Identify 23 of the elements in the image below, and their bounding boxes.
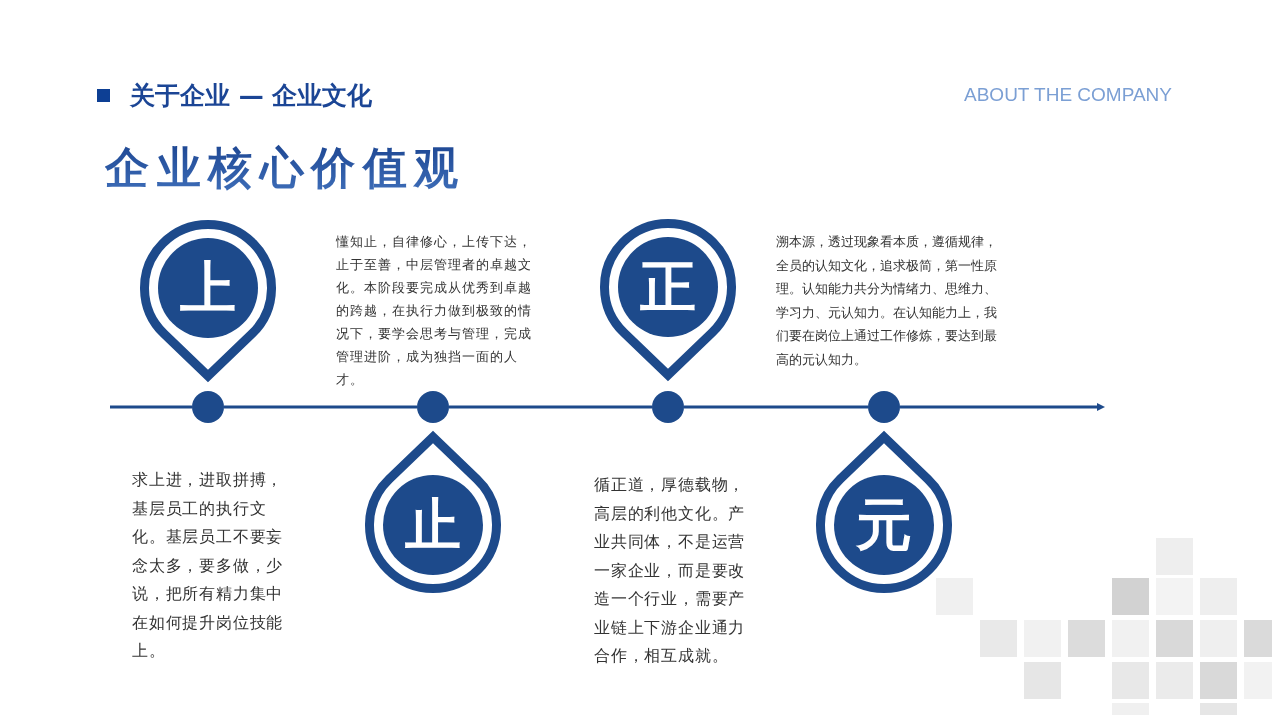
timeline-arrow (900, 403, 1105, 411)
section-subtitle: ABOUT THE COMPANY (964, 83, 1172, 107)
description-text: 溯本源，透过现象看本质，遵循规律，全员的认知文化，追求极简，第一性原理。认知能力共分为情绪力、思维力、学习力、元认知力。在认知能力上，我们要在岗位上通过工作修炼，要达到最高的元认知力。 (776, 233, 998, 369)
section-heading: 关于企业 — 企业文化 (130, 80, 373, 112)
location-pin (138, 218, 278, 384)
pin-character: 正 (639, 259, 697, 315)
timeline-line (684, 405, 868, 409)
description-text: 循正道，厚德载物，高层的利他文化。产业共同体，不是运营一家企业，而是要改造一个行业，需要产业链上下游企业通力合作，相互成就。 (594, 474, 747, 667)
location-pin (814, 429, 954, 595)
timeline-line (110, 405, 192, 409)
description-text: 懂知止，自律修心，上传下达，止于至善，中层管理者的卓越文化。本阶段要完成从优秀到卓越的跨越，在执行力做到极致的情况下，要学会思考与管理，完成管理进阶，成为独挡一面的人才。 (336, 233, 533, 389)
pin-character: 止 (404, 497, 462, 553)
location-pin (363, 429, 503, 595)
location-pin (598, 217, 738, 383)
timeline-dot (868, 391, 900, 423)
timeline-dot (192, 391, 224, 423)
timeline-dot (652, 391, 684, 423)
timeline-dot (417, 391, 449, 423)
pin-character: 上 (179, 260, 237, 316)
description-text: 求上进，进取拼搏，基层员工的执行文化。基层员工不要妄念太多，要多做，少说，把所有精力集中在如何提升岗位技能上。 (132, 469, 285, 662)
timeline-line (449, 405, 652, 409)
timeline-line (224, 405, 417, 409)
pin-character: 元 (855, 497, 913, 553)
